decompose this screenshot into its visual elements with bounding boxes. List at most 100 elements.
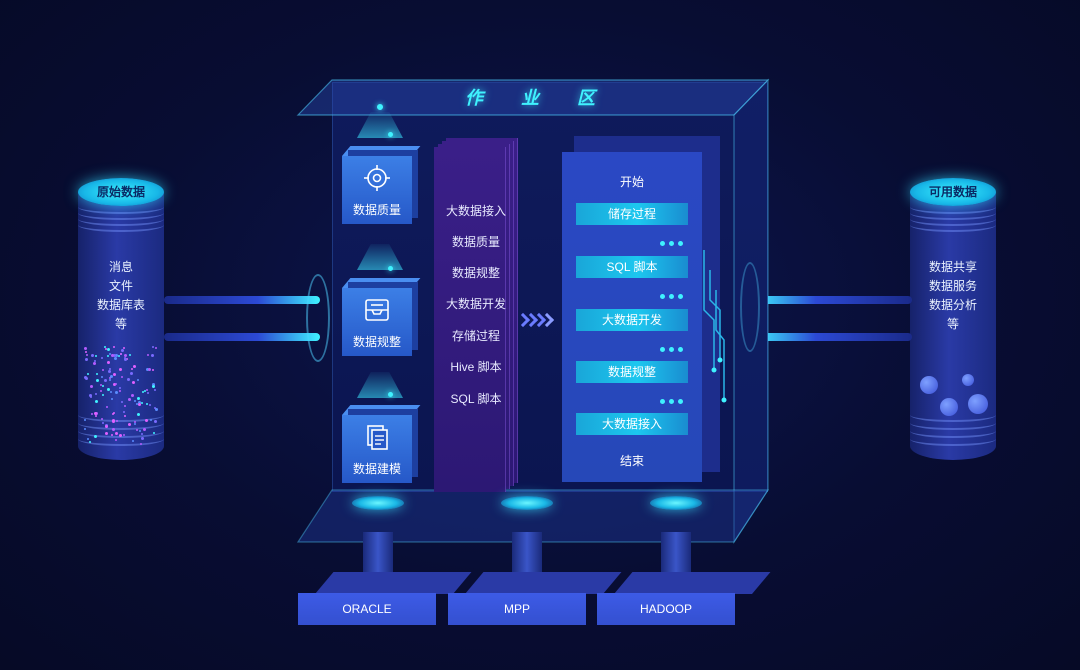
particle xyxy=(154,420,157,423)
source-data-item: 数据库表 xyxy=(96,298,145,312)
particle xyxy=(151,354,154,357)
particle xyxy=(140,443,142,445)
particle xyxy=(89,394,92,397)
particle-cloud xyxy=(84,346,158,446)
particle xyxy=(152,383,155,386)
bubble-icon xyxy=(968,394,988,414)
particle xyxy=(129,354,131,356)
particle xyxy=(155,347,157,349)
process-step: SQL 脚本 xyxy=(576,256,688,278)
particle xyxy=(108,370,111,373)
particle xyxy=(136,429,138,431)
tray-icon xyxy=(365,299,389,321)
particle xyxy=(105,432,108,435)
particle xyxy=(141,402,143,404)
process-end: 结束 xyxy=(619,454,644,468)
particle xyxy=(111,398,113,400)
bubble-icon xyxy=(962,374,974,386)
particle xyxy=(106,406,108,408)
output-data-item: 数据分析 xyxy=(928,298,977,312)
process-step: 大数据接入 xyxy=(576,413,688,435)
particle xyxy=(132,440,134,442)
particle xyxy=(119,387,121,389)
particle xyxy=(113,354,116,357)
particle xyxy=(152,346,154,348)
bubble-icon xyxy=(940,398,958,416)
task-list-item: 大数据开发 xyxy=(445,297,506,311)
particle xyxy=(143,428,146,431)
particle xyxy=(94,360,96,362)
particle xyxy=(84,376,87,379)
particle xyxy=(104,379,107,382)
particle xyxy=(119,368,122,371)
output-data-item: 等 xyxy=(946,317,959,331)
cube-label: 数据规整 xyxy=(352,335,401,349)
particle xyxy=(152,369,154,371)
document-icon xyxy=(367,425,388,450)
process-start: 开始 xyxy=(619,175,644,189)
bubble-icon xyxy=(920,376,938,394)
particle xyxy=(101,376,103,378)
particle xyxy=(124,354,127,357)
cube-label: 数据建模 xyxy=(352,462,401,476)
particle xyxy=(121,376,123,378)
particle xyxy=(85,358,88,361)
particle xyxy=(102,422,104,424)
particle xyxy=(136,403,138,405)
particle xyxy=(142,391,144,393)
particle xyxy=(102,369,104,371)
node-light xyxy=(352,496,404,510)
process-step: 大数据开发 xyxy=(576,309,688,331)
particle xyxy=(155,408,158,411)
particle xyxy=(121,349,124,352)
particle xyxy=(128,398,131,401)
particle xyxy=(115,391,118,394)
target-icon xyxy=(364,165,390,191)
particle xyxy=(94,412,97,415)
particle xyxy=(113,383,116,386)
particle xyxy=(115,439,117,441)
particle xyxy=(144,390,146,392)
source-data-title: 原始数据 xyxy=(96,185,145,199)
output-connector xyxy=(752,333,912,341)
particle xyxy=(137,397,140,400)
particle xyxy=(124,405,126,407)
particle xyxy=(150,419,152,421)
output-data-item: 数据服务 xyxy=(928,279,977,293)
particle xyxy=(146,368,149,371)
particle xyxy=(91,413,93,415)
particle xyxy=(123,347,125,349)
particle xyxy=(127,378,130,381)
particle xyxy=(84,347,87,350)
particle xyxy=(96,373,98,375)
particle xyxy=(95,400,98,403)
particle xyxy=(110,375,113,378)
db-oracle: ORACLE xyxy=(298,593,436,625)
task-list-item: 数据规整 xyxy=(451,266,500,280)
particle xyxy=(153,432,155,434)
particle xyxy=(113,346,115,348)
output-data-title: 可用数据 xyxy=(928,185,977,199)
task-list-item: 大数据接入 xyxy=(445,204,506,218)
particle xyxy=(111,354,114,357)
particle xyxy=(137,413,140,416)
output-data-item: 数据共享 xyxy=(928,260,977,274)
output-connector xyxy=(752,296,912,304)
particle xyxy=(154,407,156,409)
particle xyxy=(132,381,135,384)
task-list-item: Hive 脚本 xyxy=(450,360,502,374)
particle xyxy=(112,413,114,415)
node-light xyxy=(650,496,702,510)
task-list-item: 数据质量 xyxy=(451,235,500,249)
particle xyxy=(145,419,148,422)
particle xyxy=(109,368,111,370)
particle xyxy=(84,428,86,430)
particle xyxy=(134,400,136,402)
particle xyxy=(113,373,116,376)
particle xyxy=(124,358,127,361)
particle xyxy=(131,368,133,370)
source-data-item: 消息 xyxy=(108,260,133,274)
particle xyxy=(123,434,125,436)
cube-data-modeling: 数据建模 xyxy=(342,415,412,483)
particle xyxy=(109,353,111,355)
